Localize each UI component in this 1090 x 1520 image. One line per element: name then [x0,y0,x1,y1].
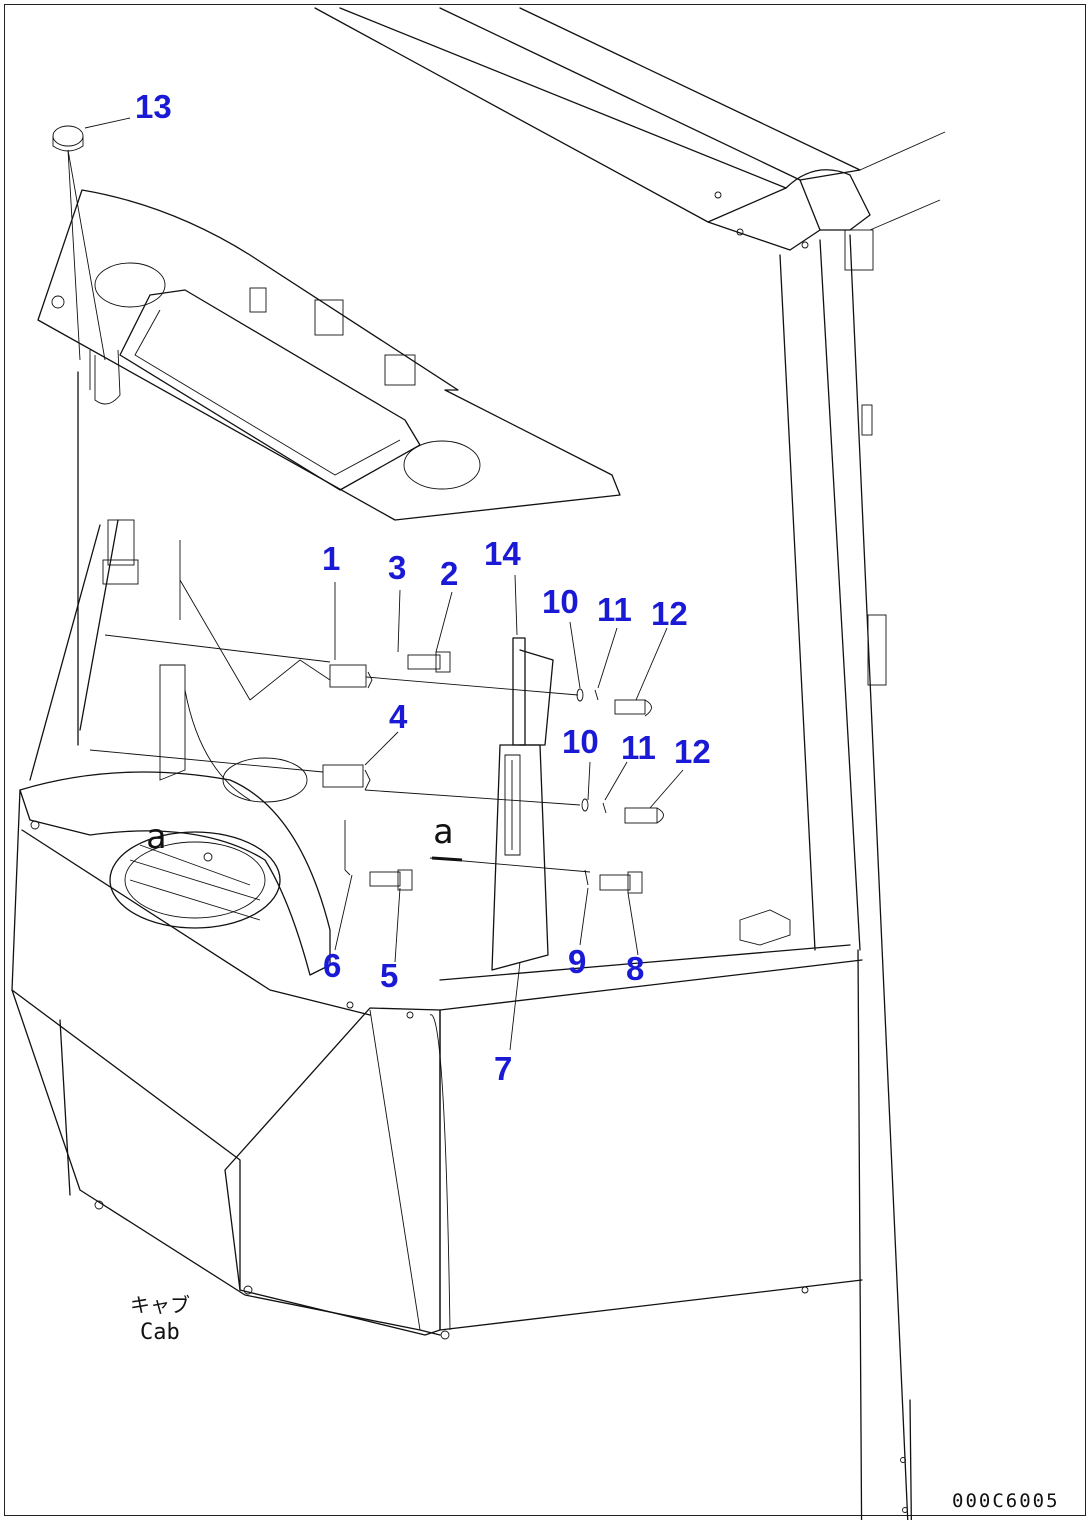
leader-lines [67,117,684,1051]
callout-10-lower: 10 [562,723,599,760]
roof-rail [314,7,946,271]
view-mark-a-left: a [146,817,167,857]
callout-6: 6 [323,947,342,984]
callout-2: 2 [440,555,459,592]
drawing-frame [4,4,1086,1516]
callout-14: 14 [484,535,521,572]
lower-panel [94,944,863,1340]
rear-bracket [739,909,791,946]
cab-interior [159,540,331,803]
side-console [11,771,441,1336]
view-mark-a-center: a [433,812,454,852]
callout-12-upper: 12 [651,595,688,632]
cab-label-jp: キャブ [130,1293,190,1317]
front-pillar [29,371,139,781]
rear-pillar [779,234,912,1520]
callout-3: 3 [388,549,407,586]
drawing-code: 000C6005 [952,1490,1060,1512]
callout-1: 1 [322,540,341,577]
ceiling-console [37,189,621,521]
callout-13: 13 [135,88,172,125]
callout-4: 4 [389,698,408,735]
callout-5: 5 [380,957,399,994]
callout-11-lower: 11 [621,729,656,766]
fasteners [52,125,664,894]
trim-strip [491,637,554,971]
callout-12-lower: 12 [674,733,711,770]
callout-8: 8 [626,950,645,987]
cab-label-en: Cab [140,1320,180,1345]
callout-11-upper: 11 [597,591,632,628]
callout-10-upper: 10 [542,583,579,620]
callout-9: 9 [568,943,587,980]
callout-7: 7 [494,1050,513,1087]
